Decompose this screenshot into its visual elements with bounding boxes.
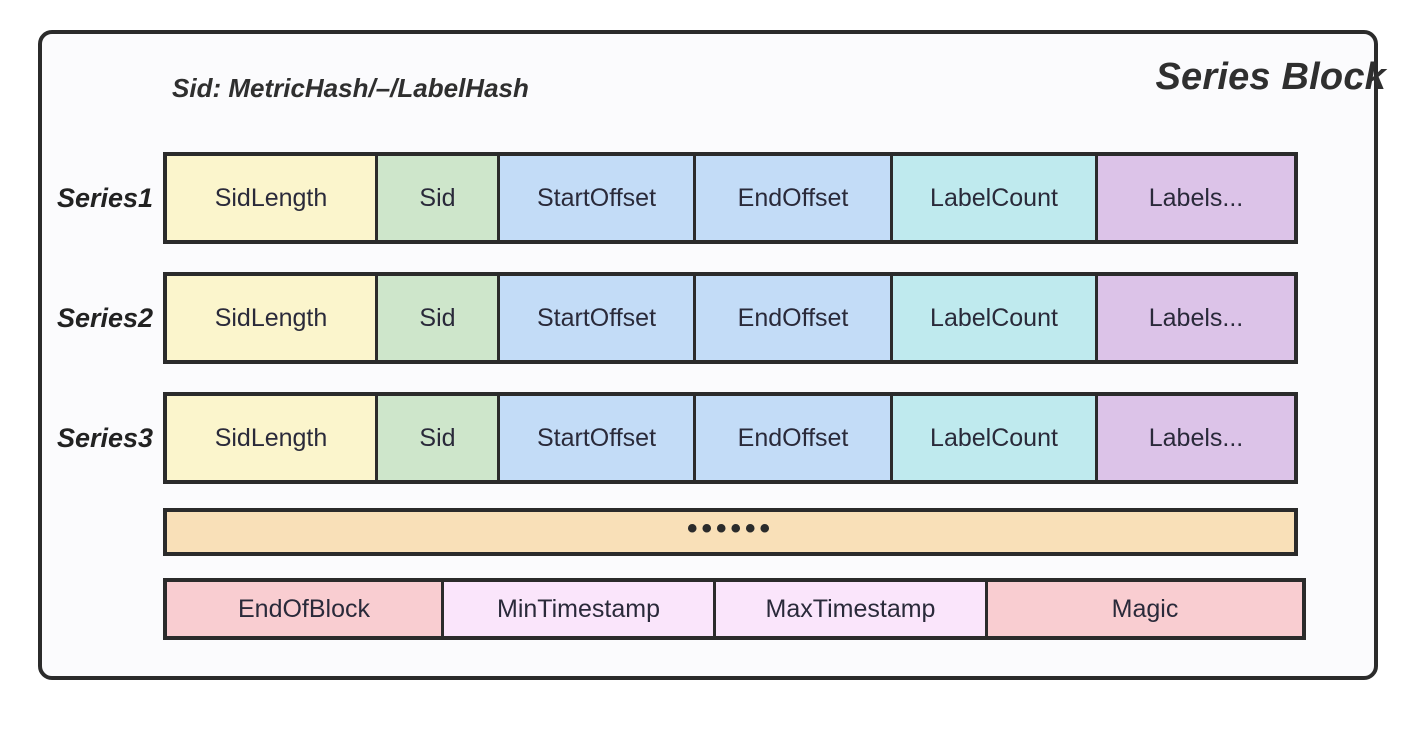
field-cell-labels: Labels... <box>1098 156 1294 240</box>
field-cell-labelcount: LabelCount <box>893 396 1098 480</box>
field-cell-labelcount: LabelCount <box>893 276 1098 360</box>
field-cell-endoffset: EndOffset <box>696 396 893 480</box>
field-cell-endoffset: EndOffset <box>696 276 893 360</box>
field-cell-sid: Sid <box>378 156 500 240</box>
ellipsis-label: •••••• <box>686 512 775 545</box>
field-cell-sid: Sid <box>378 276 500 360</box>
field-cell-sidlength: SidLength <box>167 276 378 360</box>
field-cell-sidlength: SidLength <box>167 396 378 480</box>
footer-cell-mintimestamp: MinTimestamp <box>444 582 716 636</box>
field-cell-endoffset: EndOffset <box>696 156 893 240</box>
field-cell-sid: Sid <box>378 396 500 480</box>
series-row-label: Series2 <box>56 303 154 333</box>
field-cell-labels: Labels... <box>1098 396 1294 480</box>
sid-format-caption: Sid: MetricHash/–/LabelHash <box>172 73 529 103</box>
field-cell-startoffset: StartOffset <box>500 396 696 480</box>
footer-cell-magic: Magic <box>988 582 1302 636</box>
field-cell-sidlength: SidLength <box>167 156 378 240</box>
field-cell-startoffset: StartOffset <box>500 276 696 360</box>
series-row-label: Series3 <box>56 423 154 453</box>
footer-cell-maxtimestamp: MaxTimestamp <box>716 582 988 636</box>
footer-cell-endofblock: EndOfBlock <box>167 582 444 636</box>
field-cell-startoffset: StartOffset <box>500 156 696 240</box>
field-cell-labelcount: LabelCount <box>893 156 1098 240</box>
field-cell-labels: Labels... <box>1098 276 1294 360</box>
page-title: Series Block <box>1155 56 1386 98</box>
ellipsis-row: •••••• <box>163 508 1298 556</box>
series-row-label: Series1 <box>56 183 154 213</box>
